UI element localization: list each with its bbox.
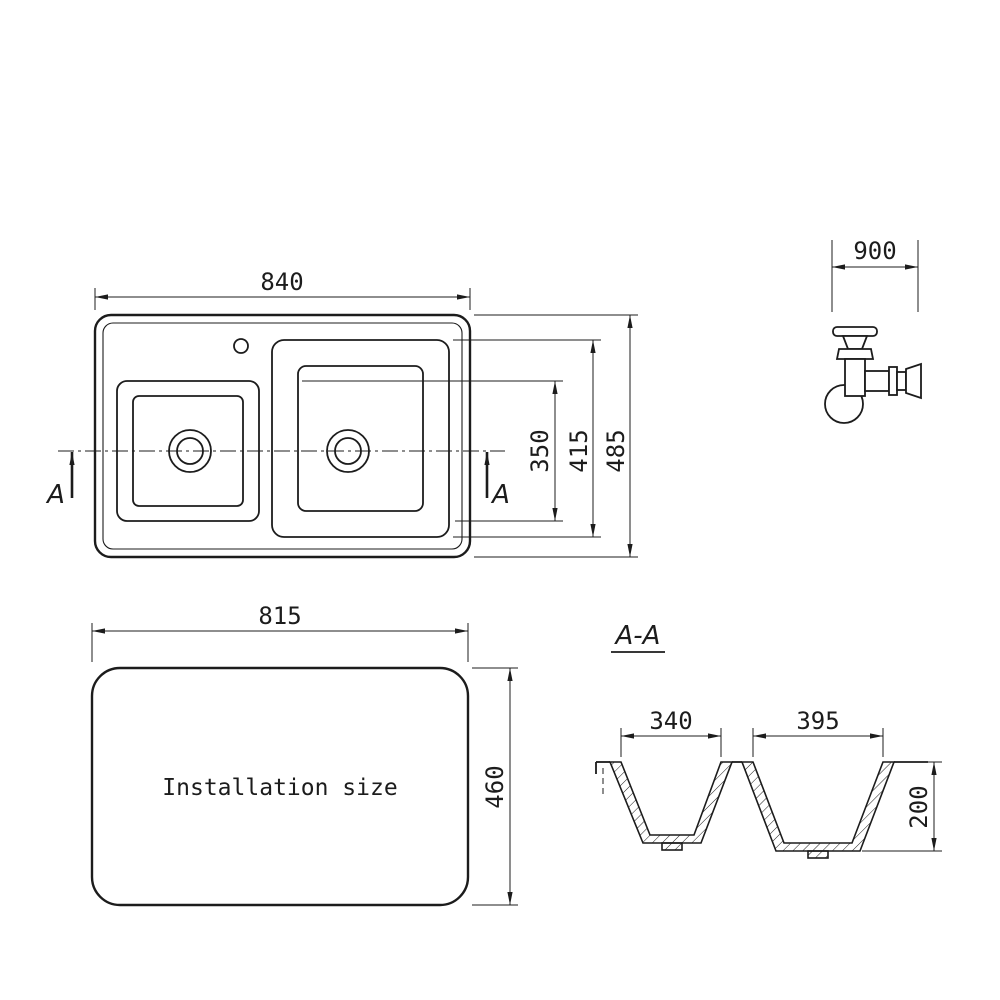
dim-depths: 350 415 485 bbox=[302, 314, 638, 558]
sink-rim-line bbox=[102, 322, 463, 550]
section-label-right: A bbox=[490, 480, 510, 510]
siphon-drawing bbox=[824, 326, 922, 424]
section-cut-markers: A A bbox=[45, 452, 510, 510]
section-view: A-A 340 395 200 bbox=[595, 621, 942, 859]
left-bowl-drain-stub bbox=[661, 842, 683, 851]
section-label-left: A bbox=[45, 480, 65, 510]
right-drain-outer bbox=[326, 429, 370, 473]
dim-label-460: 460 bbox=[481, 765, 509, 808]
installation-caption: Installation size bbox=[162, 775, 397, 801]
dim-label-840: 840 bbox=[260, 268, 303, 296]
siphon-handle bbox=[832, 326, 878, 337]
sink-top-view bbox=[58, 313, 505, 559]
siphon-neck bbox=[841, 335, 869, 350]
siphon-detail: 900 bbox=[824, 237, 922, 424]
dim-label-350: 350 bbox=[526, 429, 554, 472]
dim-label-485: 485 bbox=[602, 429, 630, 472]
left-bowl-inner bbox=[132, 395, 244, 507]
installation-cutout bbox=[90, 666, 470, 907]
section-title: A-A bbox=[614, 621, 661, 651]
right-drain-inner bbox=[334, 437, 362, 465]
installation-view: Installation size 815 460 bbox=[90, 602, 518, 907]
right-bowl-inner bbox=[297, 365, 424, 512]
dim-label-900: 900 bbox=[853, 237, 896, 265]
siphon-hose-end bbox=[905, 362, 922, 400]
left-bowl-outer bbox=[116, 380, 260, 522]
sink-outer-edge bbox=[93, 313, 472, 559]
left-bowl-section bbox=[608, 761, 734, 844]
faucet-hole bbox=[233, 338, 249, 354]
dim-label-815: 815 bbox=[258, 602, 301, 630]
left-drain-inner bbox=[176, 437, 204, 465]
siphon-body bbox=[844, 358, 866, 397]
siphon-collar bbox=[835, 348, 875, 360]
siphon-outlet-neck bbox=[896, 371, 907, 391]
dim-label-415: 415 bbox=[565, 429, 593, 472]
right-bowl-outer bbox=[271, 339, 450, 538]
dim-label-200: 200 bbox=[905, 785, 933, 828]
siphon-outlet-pipe bbox=[864, 370, 890, 392]
right-bowl-drain-stub bbox=[807, 850, 829, 859]
dim-label-340: 340 bbox=[649, 707, 692, 735]
right-bowl-section bbox=[740, 761, 896, 852]
dim-overall-width: 840 bbox=[94, 268, 471, 310]
left-drain-outer bbox=[168, 429, 212, 473]
siphon-outlet-flange bbox=[888, 366, 898, 396]
dim-label-395: 395 bbox=[796, 707, 839, 735]
